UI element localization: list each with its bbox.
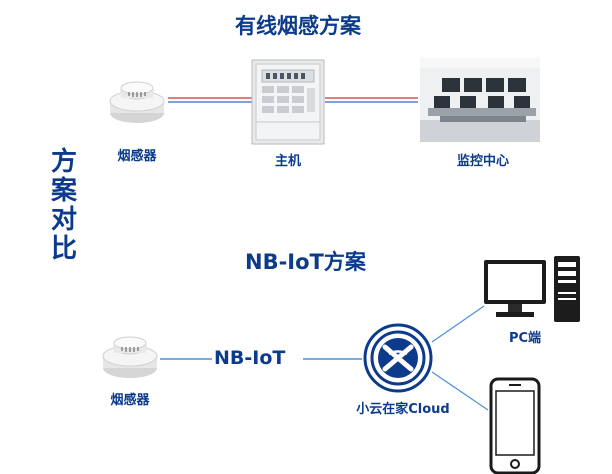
pc-label: PC端 (508, 331, 542, 346)
monitoring-center-label: 监控中心 (456, 154, 509, 169)
wired-scheme-title: 有线烟感方案 (235, 14, 361, 38)
side-title-char: 对 (50, 205, 77, 235)
host-label: 主机 (274, 154, 301, 169)
smoke-detector-icon (102, 336, 158, 378)
host-panel-icon (251, 59, 325, 145)
side-title-char: 比 (50, 234, 77, 264)
nbiot-smoke-label: 烟感器 (110, 393, 150, 408)
cloud-to-phone-line (431, 371, 489, 411)
cloud-label: 小云在家Cloud (356, 402, 450, 417)
nbiot-scheme-title: NB-IoT方案 (245, 250, 366, 274)
phone-icon (489, 377, 541, 474)
cloud-to-pc-line (431, 305, 485, 343)
comparison-side-title: 方 案 对 比 (47, 148, 81, 264)
wired-smoke-label: 烟感器 (117, 149, 157, 164)
side-title-char: 案 (50, 176, 77, 206)
smoke-detector-icon (109, 81, 165, 123)
side-title-char: 方 (50, 147, 77, 177)
monitoring-center-icon (420, 58, 540, 142)
nbiot-link-label: NB-IoT (214, 347, 286, 369)
cloud-logo-icon (363, 323, 433, 393)
pc-icon (484, 256, 580, 322)
